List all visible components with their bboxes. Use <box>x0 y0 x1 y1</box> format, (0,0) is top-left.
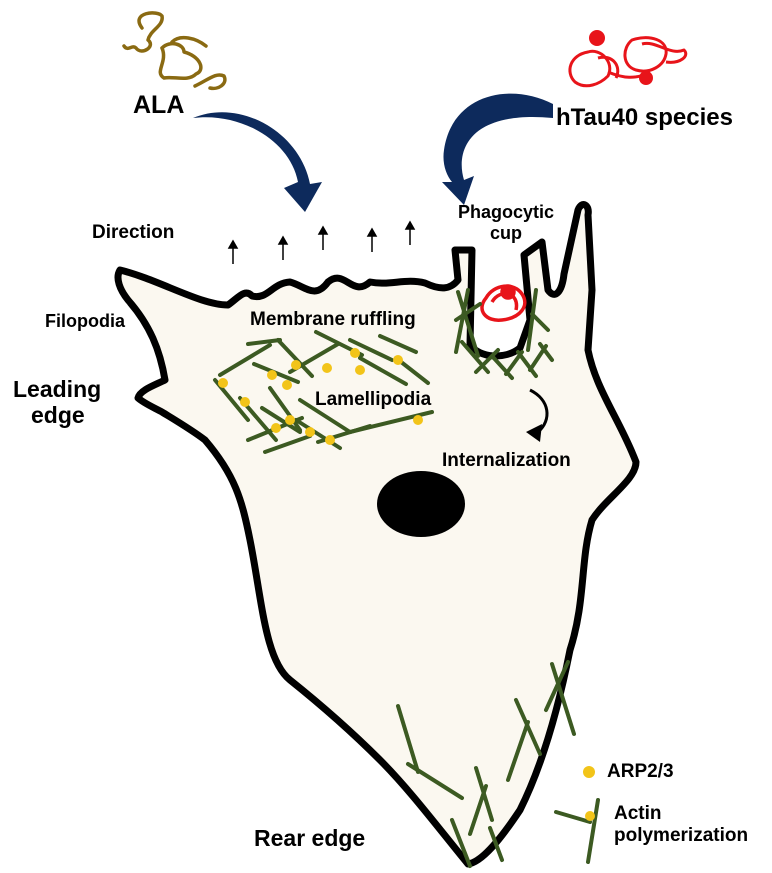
direction-label: Direction <box>92 222 174 244</box>
direction-arrow <box>279 237 287 260</box>
legend-actin-symbol <box>556 800 598 862</box>
arp-dot <box>285 415 295 425</box>
phagocytic-cup-label: Phagocytic cup <box>436 202 576 243</box>
leading-edge-line2: edge <box>13 402 101 428</box>
arp-dot <box>413 415 423 425</box>
leading-edge-line1: Leading <box>13 376 101 402</box>
arp-dot <box>271 423 281 433</box>
lamellipodia-label: Lamellipodia <box>315 389 431 411</box>
arp-dot <box>240 397 250 407</box>
internalization-label: Internalization <box>442 450 571 472</box>
legend-actin-line2: polymerization <box>614 825 748 847</box>
ala-curved-arrow <box>193 112 322 212</box>
direction-arrow <box>229 241 237 264</box>
arp-dot <box>325 435 335 445</box>
htau-curved-arrow <box>442 94 553 205</box>
arp-dot <box>350 348 360 358</box>
phagocytic-cup-line2: cup <box>436 223 576 244</box>
legend-actin-label: Actin polymerization <box>614 803 748 847</box>
nucleus <box>377 471 465 537</box>
htau40-aggregates <box>570 38 686 86</box>
rear-edge-label: Rear edge <box>254 825 365 851</box>
leading-edge-label: Leading edge <box>13 376 101 429</box>
membrane-ruffling-label: Membrane ruffling <box>250 309 416 331</box>
arp-dot <box>218 378 228 388</box>
arp-dot <box>355 365 365 375</box>
legend-arp-label: ARP2/3 <box>607 761 674 783</box>
arp-dot <box>282 380 292 390</box>
arp-dot <box>267 370 277 380</box>
direction-arrow <box>319 227 327 250</box>
htau40-label: hTau40 species <box>556 104 733 132</box>
arp-dot <box>322 363 332 373</box>
legend-actin-line1: Actin <box>614 803 748 825</box>
ala-aggregates <box>124 13 225 88</box>
direction-arrows <box>229 222 414 264</box>
arp-dot <box>393 355 403 365</box>
direction-arrow <box>406 222 414 245</box>
cell-outline <box>118 205 636 864</box>
arp-dot <box>305 427 315 437</box>
ala-label: ALA <box>133 91 184 120</box>
internalized-tau <box>482 286 525 320</box>
direction-arrow <box>368 229 376 252</box>
legend-arp-symbol <box>583 766 595 778</box>
filopodia-label: Filopodia <box>45 311 125 332</box>
phagocytic-cup-line1: Phagocytic <box>436 202 576 223</box>
arp-dot <box>291 360 301 370</box>
